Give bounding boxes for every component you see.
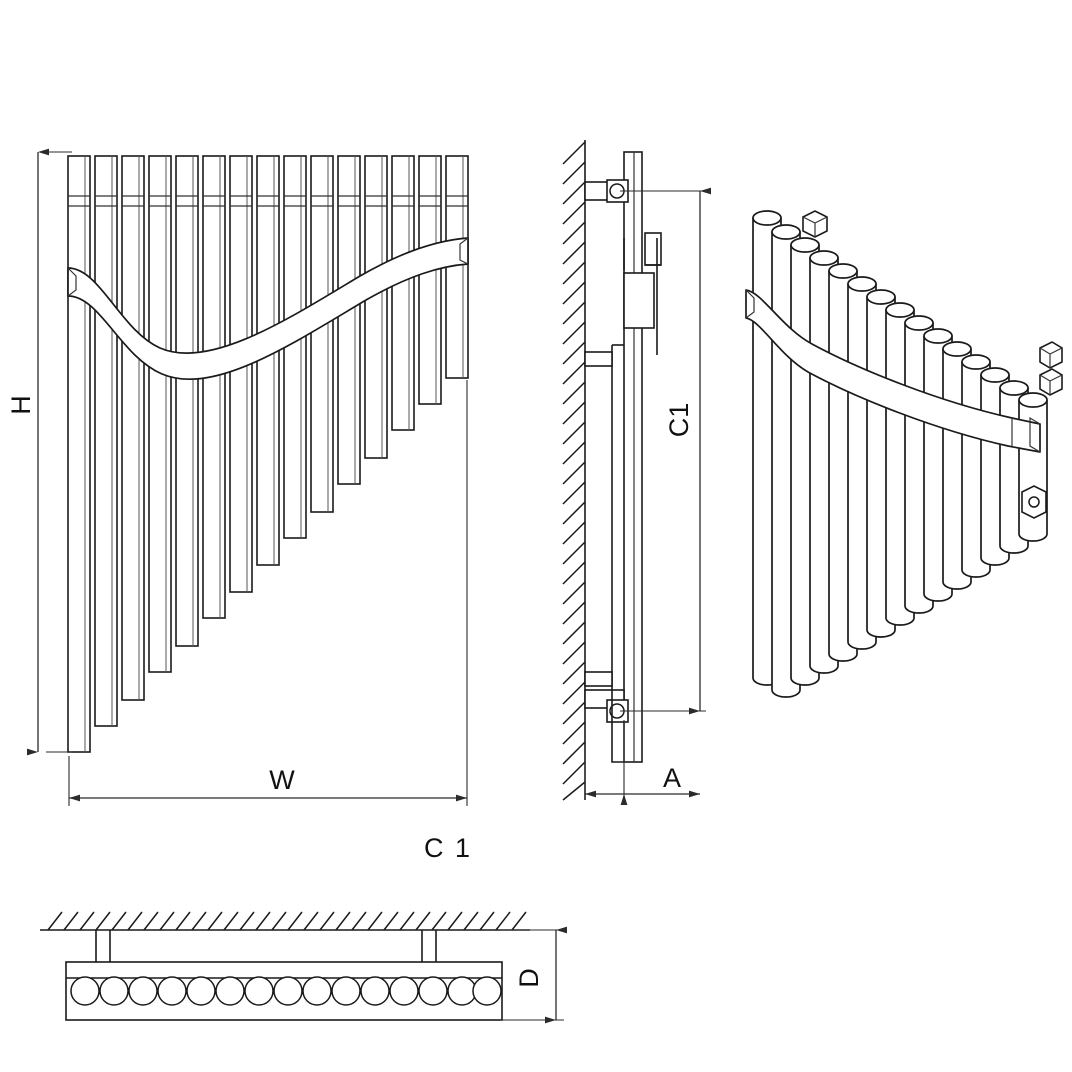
front-tube	[67, 155, 91, 753]
section-bore	[128, 976, 158, 1006]
wall-offset-dimension: A	[584, 720, 700, 800]
section-wall-hatching	[40, 911, 530, 931]
front-tube	[148, 155, 172, 673]
front-tube	[121, 155, 145, 701]
iso-wave-band	[745, 289, 1041, 453]
height-dimension-label: H	[6, 395, 36, 415]
front-tube	[94, 155, 118, 727]
wall-hatching	[562, 140, 586, 801]
section-bore	[215, 976, 245, 1006]
section-bore	[157, 976, 187, 1006]
depth-dimension: D	[500, 926, 567, 1024]
front-tube	[337, 155, 361, 485]
section-bore	[70, 976, 100, 1006]
section-bore	[273, 976, 303, 1006]
front-tube	[229, 155, 253, 593]
front-tube	[175, 155, 199, 647]
section-bore	[244, 976, 274, 1006]
front-tube-bank	[67, 155, 469, 753]
wall-offset-dimension-label: A	[663, 763, 681, 793]
section-bore	[99, 976, 129, 1006]
iso-tube	[1018, 392, 1048, 542]
front-view-caption: C 1	[424, 833, 472, 863]
front-tube	[310, 155, 334, 513]
front-wave-band	[67, 237, 469, 380]
front-tube	[445, 155, 469, 379]
width-dimension-label: W	[269, 765, 295, 795]
width-dimension: W	[68, 380, 468, 806]
side-elevation-view	[562, 140, 662, 801]
front-tube	[391, 155, 415, 431]
section-bore	[360, 976, 390, 1006]
height-dimension: H	[6, 148, 72, 756]
section-bore	[186, 976, 216, 1006]
section-bore	[472, 976, 502, 1006]
section-standoffs	[95, 930, 437, 962]
bottom-mounting-bracket	[584, 689, 629, 723]
top-mounting-bracket	[584, 179, 629, 203]
section-bore	[331, 976, 361, 1006]
bracket-centres-dimension-label: C1	[664, 403, 694, 438]
section-bore	[418, 976, 448, 1006]
side-rear-plate	[584, 344, 624, 763]
front-tube	[202, 155, 226, 619]
side-band-sections	[623, 232, 662, 355]
section-bore	[302, 976, 332, 1006]
front-elevation-view	[67, 155, 469, 753]
section-bore	[389, 976, 419, 1006]
bracket-centres-dimension: C1	[620, 187, 711, 715]
front-tube	[418, 155, 442, 405]
bottom-section-view	[40, 911, 530, 1021]
iso-tube-bank	[752, 210, 1048, 698]
section-bore	[447, 976, 477, 1006]
iso-mounting-brackets	[802, 210, 1063, 519]
section-tube-bores	[70, 976, 502, 1006]
side-tube-profile	[623, 151, 643, 763]
depth-dimension-label: D	[514, 968, 544, 988]
front-tube	[364, 155, 388, 459]
isometric-view	[745, 210, 1063, 698]
